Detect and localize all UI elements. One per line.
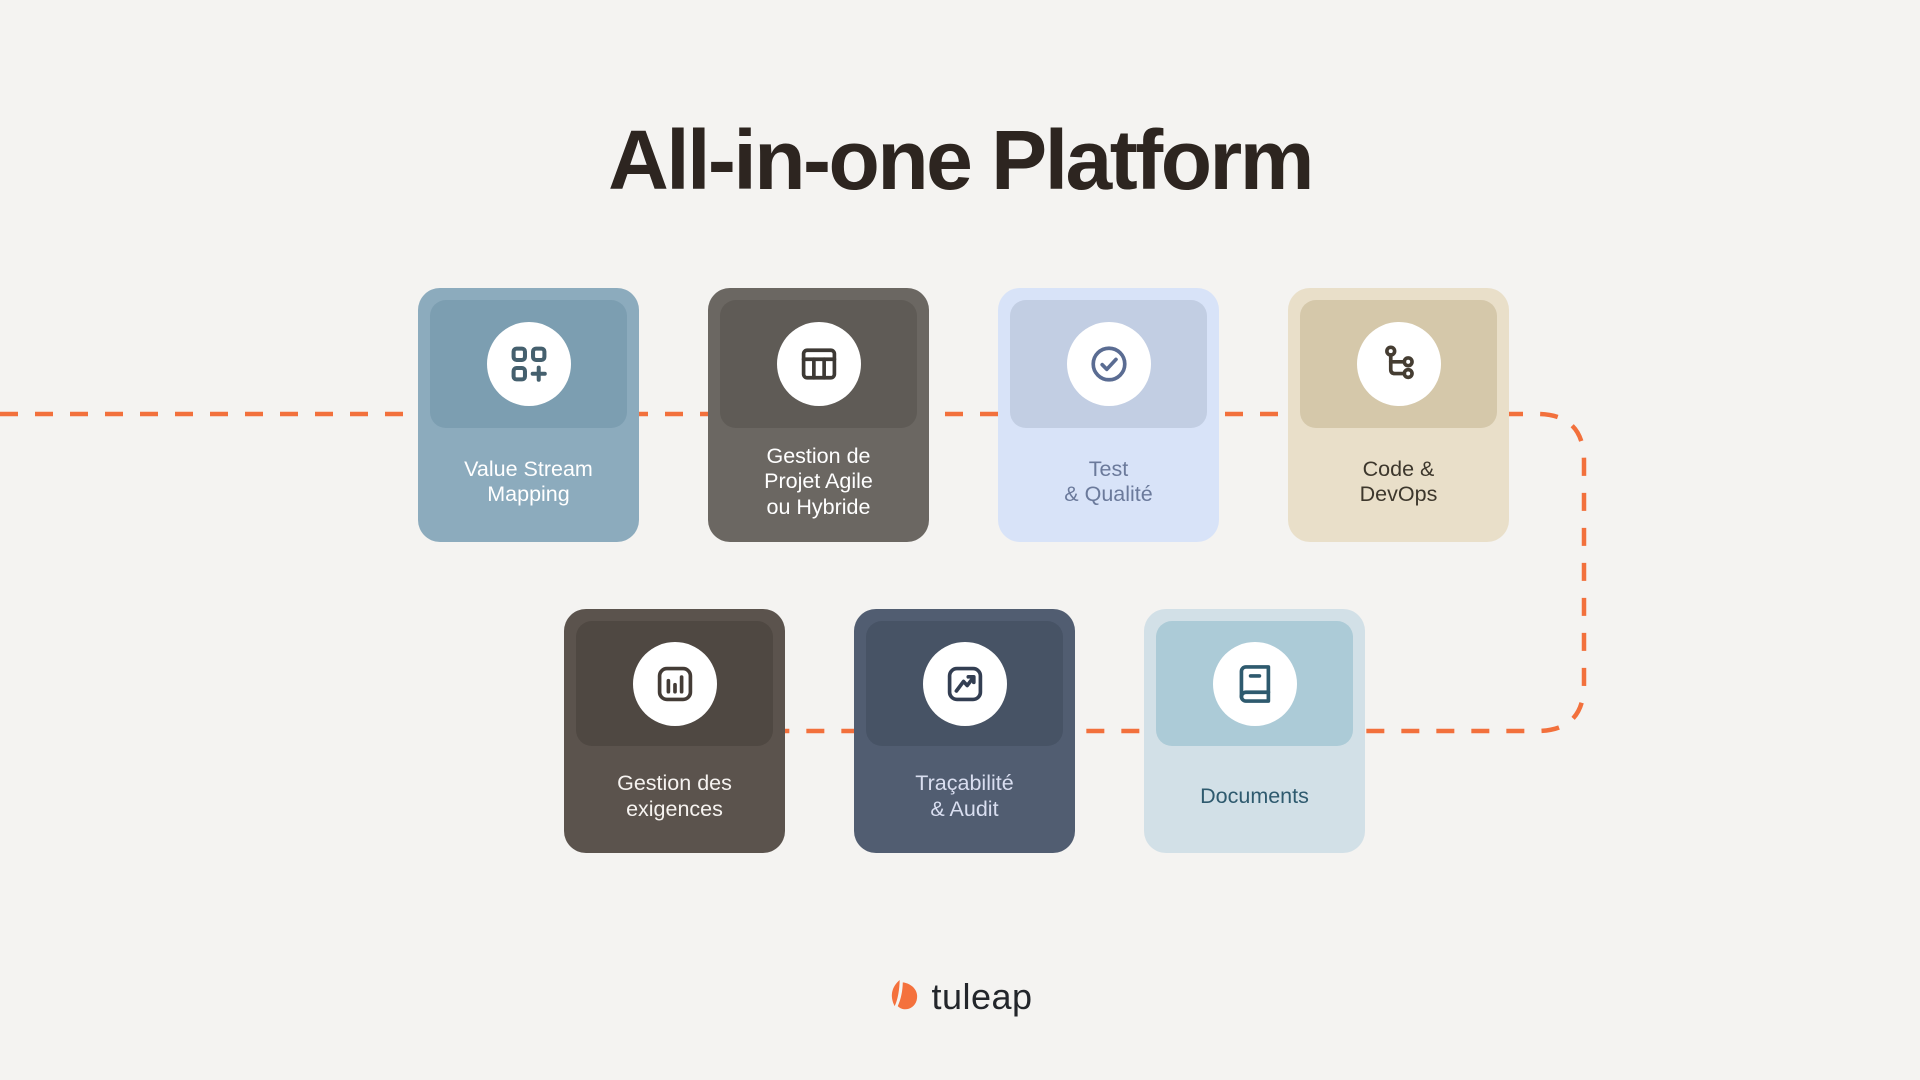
card-label: Traçabilité & Audit [915,771,1014,821]
card-label: Gestion des exigences [617,771,732,821]
icon-circle [922,641,1007,726]
trend-chart-square-icon [947,666,982,701]
tuleap-tulip-icon [892,979,918,1010]
icon-circle [486,322,571,406]
card-icon-panel [576,621,773,746]
card-label: Documents [1200,783,1309,808]
card-icon-panel [1010,300,1207,428]
page-title: All-in-one Platform [608,113,1314,207]
card-documents: Documents [1144,609,1365,853]
card-icon-panel [866,621,1063,746]
card-gestion-exigences: Gestion des exigences [564,609,785,853]
board-columns-icon [801,348,836,380]
card-value-stream-mapping: Value Stream Mapping [418,288,639,542]
card-icon-panel [1156,621,1353,746]
card-test-qualite: Test & Qualité [998,288,1219,542]
card-label: Test & Qualité [1064,456,1153,506]
card-gestion-projet-agile: Gestion de Projet Agile ou Hybride [708,288,929,542]
icon-circle [1356,322,1441,406]
git-branch-icon [1384,345,1414,380]
bar-chart-square-icon [657,666,692,701]
card-label: Gestion de Projet Agile ou Hybride [764,443,873,519]
card-tracabilite-audit: Traçabilité & Audit [854,609,1075,853]
card-icon-panel [1300,300,1497,428]
card-label: Value Stream Mapping [464,456,593,506]
icon-circle [632,641,717,726]
card-icon-panel [430,300,627,428]
icon-circle [776,322,861,406]
icon-circle [1066,322,1151,406]
tuleap-wordmark: tuleap [931,976,1033,1017]
card-label: Code & DevOps [1359,456,1438,506]
card-icon-panel [720,300,917,428]
tuleap-logo: tuleap [0,976,1920,1018]
icon-circle [1212,641,1297,726]
card-code-devops: Code & DevOps [1288,288,1509,542]
grid-plus-icon [511,346,547,382]
check-circle-icon [1090,346,1127,382]
book-icon [1239,664,1270,703]
